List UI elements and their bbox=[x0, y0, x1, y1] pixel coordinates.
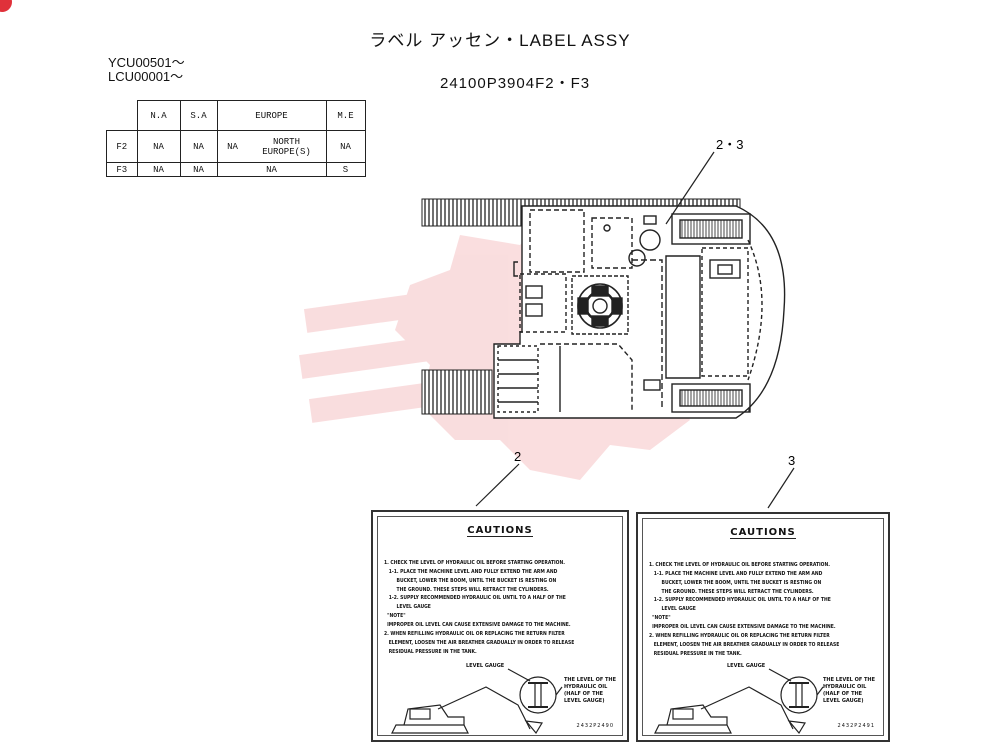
cell-europe-na: NA bbox=[216, 130, 248, 163]
caution-heading: CAUTIONS bbox=[730, 527, 796, 539]
label-code-2: 2432P2490 bbox=[576, 723, 614, 729]
cell-sa: NA bbox=[179, 130, 218, 163]
leader-lines bbox=[475, 151, 795, 509]
caution-label-3: CAUTIONS 1. CHECK THE LEVEL OF HYDRAULIC… bbox=[636, 512, 890, 742]
upper-structure bbox=[493, 205, 786, 419]
europe-line: EUROPE bbox=[262, 146, 295, 157]
gauge-note: THE LEVEL OF THE HYDRAULIC OIL (HALF OF … bbox=[564, 677, 616, 704]
cell-na: NA bbox=[136, 162, 181, 177]
europe-suffix: (S) bbox=[294, 146, 311, 157]
cell-me: NA bbox=[325, 130, 366, 163]
caution-heading: CAUTIONS bbox=[467, 525, 533, 537]
header-na: N.A bbox=[136, 100, 181, 131]
serial-ycu: YCU00501～ bbox=[108, 55, 185, 70]
gauge-label: LEVEL GAUGE bbox=[727, 663, 766, 669]
excavator-gauge-icon bbox=[391, 668, 563, 735]
callout-2-3: 2・3 bbox=[716, 137, 743, 152]
caution-text: 1. CHECK THE LEVEL OF HYDRAULIC OIL BEFO… bbox=[384, 559, 575, 655]
label-code-3: 2432P2491 bbox=[837, 723, 875, 729]
serial-range: YCU00501～ LCU00001～ bbox=[108, 56, 185, 84]
excavator-gauge-icon bbox=[654, 668, 824, 735]
serial-lcu: LCU00001～ bbox=[108, 69, 184, 84]
track-bottom-left bbox=[421, 369, 493, 415]
callout-2: 2 bbox=[514, 449, 521, 464]
gauge-label: LEVEL GAUGE bbox=[466, 663, 505, 669]
caution-text: 1. CHECK THE LEVEL OF HYDRAULIC OIL BEFO… bbox=[649, 561, 840, 657]
cell-me: S bbox=[325, 162, 366, 177]
cell-sa: NA bbox=[179, 162, 218, 177]
corner-marker bbox=[0, 0, 12, 12]
gauge-note: THE LEVEL OF THE HYDRAULIC OIL (HALF OF … bbox=[823, 677, 875, 704]
table-row: F2 NA NA NA NORTH EUROPE(S) NA bbox=[106, 130, 366, 163]
variants-table: N.A S.A EUROPE M.E F2 NA NA NA NORTH EUR… bbox=[106, 100, 366, 177]
callout-3: 3 bbox=[788, 453, 795, 468]
north-line: NORTH bbox=[272, 136, 300, 147]
table-row: F3 NA NA NA S bbox=[106, 162, 366, 177]
row-code: F2 bbox=[106, 130, 138, 163]
page-title: ラベル アッセン・LABEL ASSY bbox=[369, 31, 631, 50]
part-number: 24100P3904F2・F3 bbox=[440, 75, 591, 92]
caution-label-2: CAUTIONS 1. CHECK THE LEVEL OF HYDRAULIC… bbox=[371, 510, 629, 742]
